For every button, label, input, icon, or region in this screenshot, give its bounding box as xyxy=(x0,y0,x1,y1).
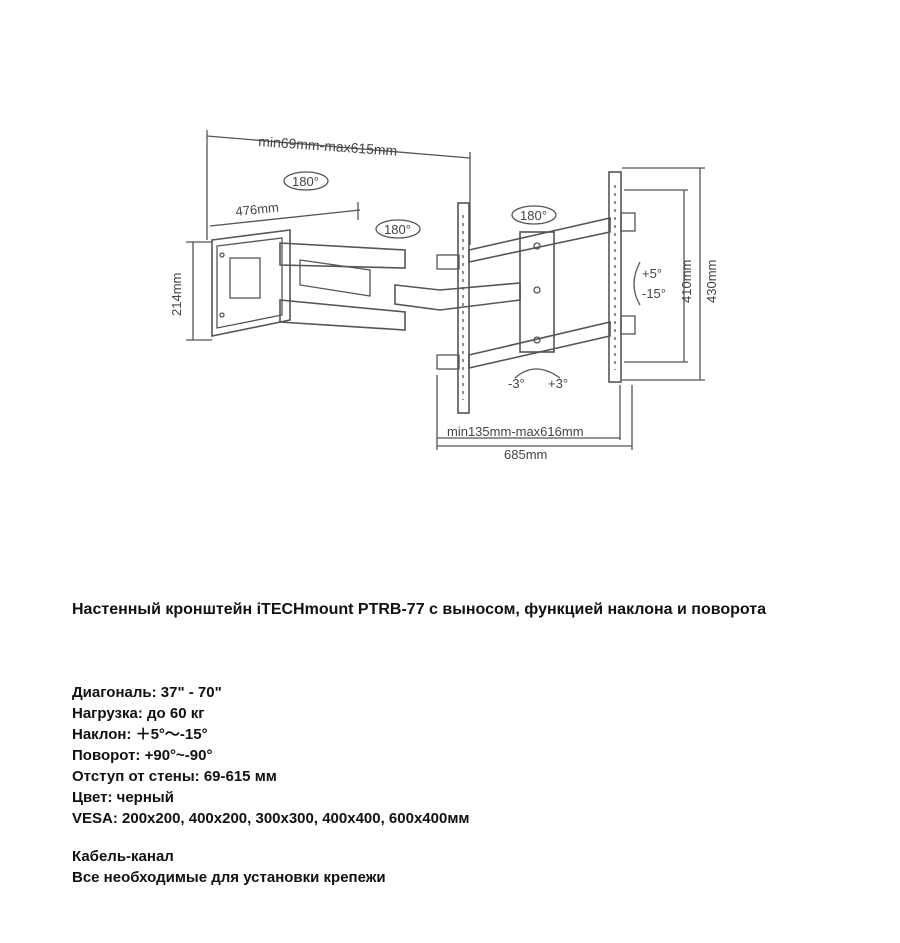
swivel-mid-label: 180° xyxy=(384,222,411,237)
spec-tilt: Наклон: ＋5°～-15° xyxy=(72,726,208,743)
mount-diagram: min69mm-max615mm 476mm 214mm 180° 180° 1… xyxy=(169,130,719,462)
product-title: Настенный кронштейн iTECHmount PTRB-77 с… xyxy=(72,601,767,618)
dim-tv-bracket-width: 685mm xyxy=(504,447,547,462)
tilt-down-label: -15° xyxy=(642,286,666,301)
dim-outer-height: 430mm xyxy=(704,260,719,303)
dim-tv-bracket-offset: min135mm-max616mm xyxy=(447,424,584,439)
included-hardware: Все необходимые для установки крепежи xyxy=(72,869,386,886)
dim-arm-extension: min69mm-max615mm xyxy=(258,133,398,159)
spec-wall-offset: Отступ от стены: 69-615 мм xyxy=(72,768,277,785)
dim-wall-plate-height: 214mm xyxy=(169,273,184,316)
swivel-left-label: 180° xyxy=(292,174,319,189)
spec-swivel: Поворот: +90°~-90° xyxy=(72,747,213,764)
spec-vesa: VESA: 200x200, 400x200, 300x300, 400x400… xyxy=(72,810,470,827)
spec-color: Цвет: черный xyxy=(72,789,174,806)
spec-diagonal: Диагональ: 37" - 70" xyxy=(72,684,222,701)
roll-right-label: +3° xyxy=(548,376,568,391)
tilt-up-label: +5° xyxy=(642,266,662,281)
roll-left-label: -3° xyxy=(508,376,525,391)
dim-wall-plate-width: 476mm xyxy=(235,200,280,219)
spec-load: Нагрузка: до 60 кг xyxy=(72,705,205,722)
swivel-right-label: 180° xyxy=(520,208,547,223)
included-list: Кабель-канал Все необходимые для установ… xyxy=(72,846,386,888)
included-cable-channel: Кабель-канал xyxy=(72,848,174,865)
dim-inner-height: 410mm xyxy=(679,260,694,303)
spec-list: Диагональ: 37" - 70" Нагрузка: до 60 кг … xyxy=(72,682,470,829)
